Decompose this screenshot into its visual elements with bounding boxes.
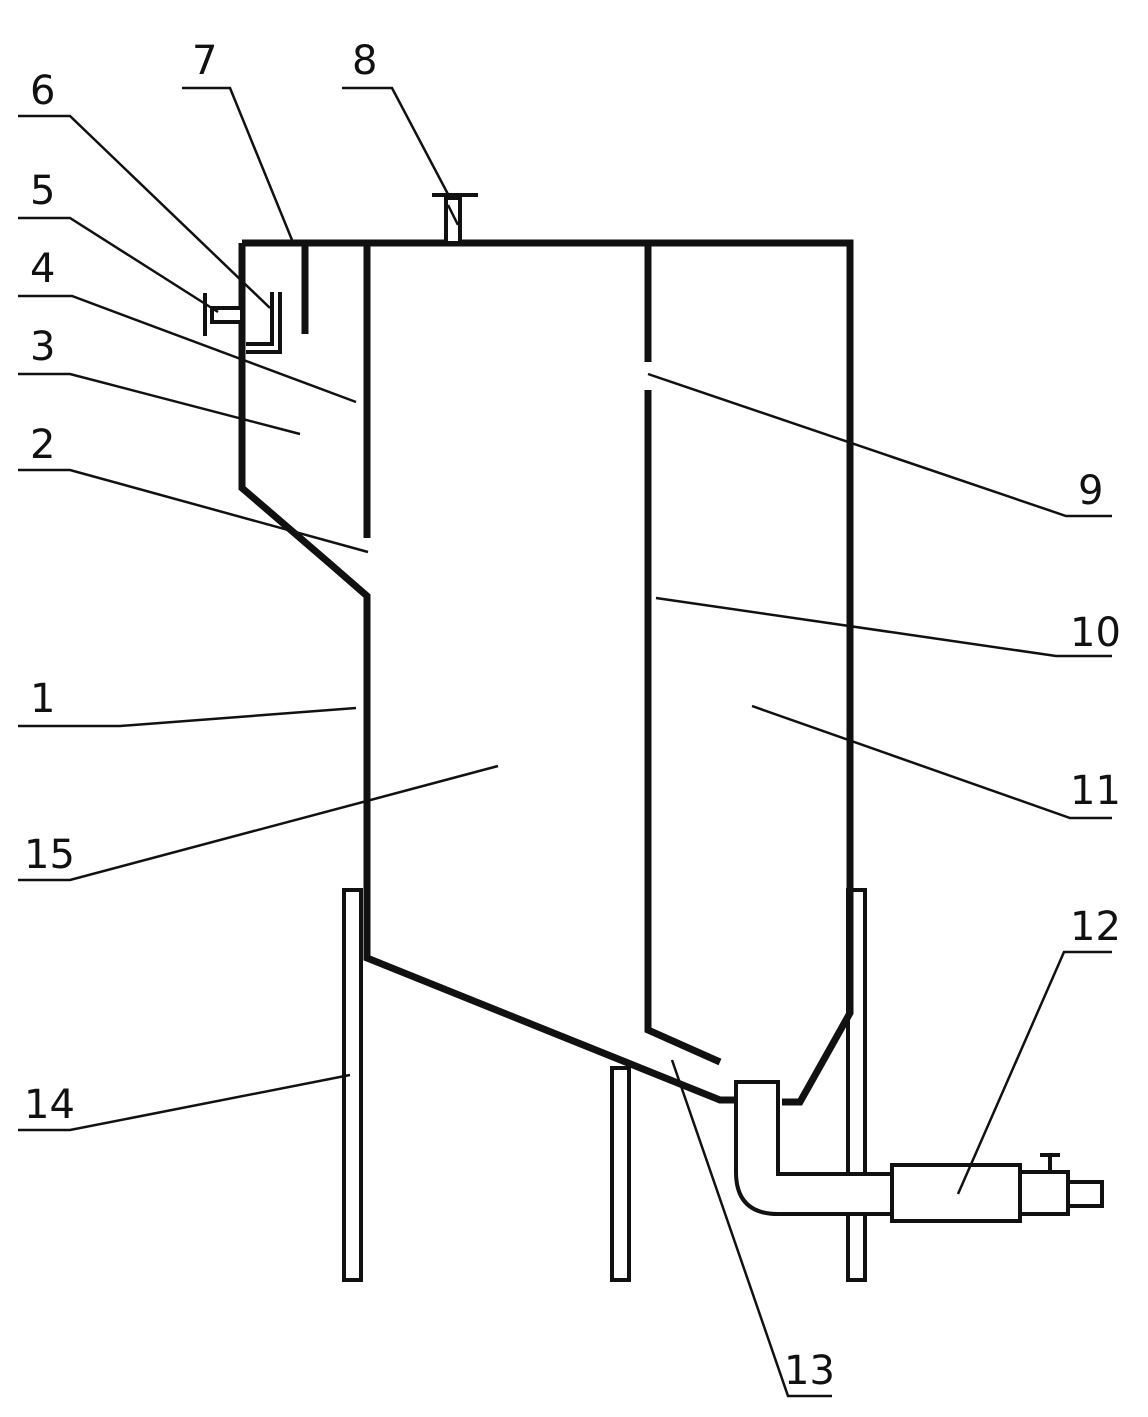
leader-9 (647, 372, 1112, 518)
label-8: 8 (352, 38, 377, 84)
label-1: 1 (30, 676, 55, 722)
discharge-pipe (734, 1080, 894, 1216)
label-7: 7 (192, 38, 217, 84)
lower-partition (644, 390, 722, 1066)
label-4: 4 (30, 246, 55, 292)
pump-shaft (1066, 1180, 1104, 1208)
leader-lines (18, 86, 1112, 1398)
leader-14 (18, 1073, 351, 1132)
middle-leg (610, 1066, 631, 1282)
leader-11 (751, 704, 1112, 820)
part-labels: 1 2 3 4 5 6 7 8 9 10 11 12 13 14 15 (24, 38, 1121, 1394)
label-3: 3 (30, 324, 55, 370)
leader-1 (18, 706, 357, 728)
label-12: 12 (1070, 904, 1121, 950)
leader-8 (342, 86, 452, 199)
label-13: 13 (784, 1348, 835, 1394)
leader-5 (18, 216, 219, 314)
label-2: 2 (30, 422, 55, 468)
pump-motor (1018, 1170, 1070, 1216)
left-leg (342, 888, 363, 1282)
leader-3 (18, 372, 301, 436)
leader-12 (956, 950, 1112, 1195)
label-5: 5 (30, 168, 55, 214)
vent-valve-mark (446, 204, 460, 226)
label-14: 14 (24, 1082, 75, 1128)
overflow-weir-inner (246, 292, 274, 346)
leader-6 (18, 114, 271, 309)
leader-7 (182, 86, 294, 241)
support-legs (342, 888, 867, 1282)
overflow-weir (246, 292, 282, 354)
vessel-shell (238, 239, 854, 1106)
vent-pipe (444, 196, 462, 245)
outlet-pipe (210, 306, 244, 324)
leader-15 (18, 764, 499, 882)
leader-13 (670, 1059, 832, 1398)
label-9: 9 (1078, 468, 1103, 514)
leader-4 (18, 294, 357, 404)
leader-10 (655, 596, 1112, 658)
leader-2 (18, 468, 369, 554)
label-11: 11 (1070, 768, 1121, 814)
label-10: 10 (1070, 610, 1121, 656)
label-6: 6 (30, 68, 55, 114)
label-15: 15 (24, 832, 75, 878)
pump-body (890, 1163, 1022, 1223)
